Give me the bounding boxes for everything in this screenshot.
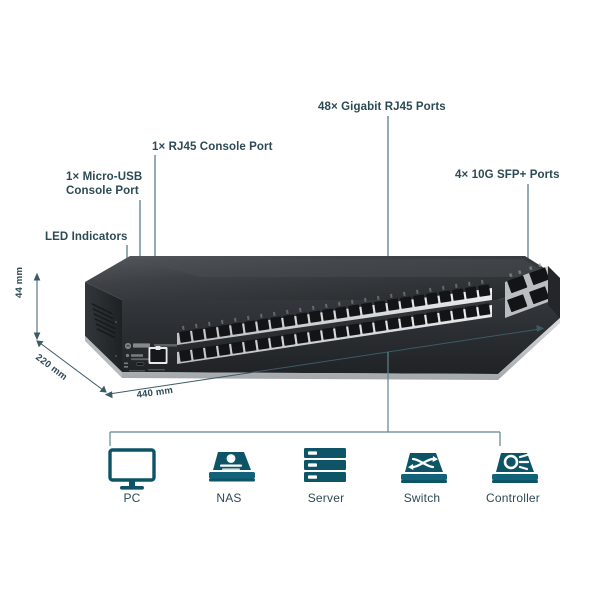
dimension-arrows (33, 272, 545, 399)
sfp-port-3 (507, 294, 528, 312)
micro-usb-console-port (136, 362, 145, 366)
rj45-ports-upper-row (179, 284, 491, 343)
dim-width-arrow-right (536, 324, 545, 332)
device-connection-bracket (109, 352, 501, 446)
dim-depth-arrow-top (36, 340, 44, 348)
sfp-port-4 (529, 286, 550, 304)
height-dimension-label: 44 mm (14, 266, 25, 298)
tplink-logo-mark (124, 342, 132, 350)
device-controller-label: Controller (485, 491, 541, 505)
server-icon (304, 448, 346, 482)
sfp-led-ticks (509, 263, 542, 278)
device-nas-label: NAS (216, 491, 242, 505)
switch-top-highlight (132, 259, 553, 277)
micro-usb-console-port-label: 1× Micro-USB Console Port (66, 171, 143, 197)
switch-front-left-panel (124, 342, 177, 372)
controller-icon (492, 453, 538, 483)
switch-base-lip (122, 318, 560, 380)
switch-front-left-labels (129, 369, 165, 372)
device-pc-label: PC (123, 491, 141, 505)
sfp-port-cages (507, 267, 550, 312)
sfp-plus-port-bank (505, 263, 550, 318)
switch-device-illustration (85, 256, 560, 380)
tplink-wordmark (133, 343, 150, 348)
rj45-port-number-ticks (182, 279, 484, 330)
dim-height-arrow-bottom (33, 332, 41, 341)
switch-icon (401, 453, 447, 483)
rj45-console-port (148, 346, 168, 364)
dim-depth-arrow-bottom (99, 385, 107, 393)
led-indicators-label: LED Indicators (45, 231, 128, 243)
switch-front-markers (114, 320, 118, 358)
switch-bottom-shadow (85, 336, 122, 378)
dim-depth-line (39, 342, 104, 391)
switch-top-face (85, 256, 560, 300)
switch-model-text (154, 344, 177, 347)
monitor-icon (108, 448, 156, 490)
nas-icon (209, 452, 255, 482)
gigabit-rj45-port-bank (177, 279, 492, 364)
device-switch-label: Switch (403, 491, 441, 505)
dim-height-arrow-top (33, 272, 41, 281)
switch-vent-holes (91, 303, 116, 339)
switch-led-indicators (124, 353, 153, 368)
dim-width-arrow-left (104, 391, 113, 399)
rj45-ports-lower-row (179, 303, 491, 362)
sfp-port-2 (529, 267, 550, 285)
gigabit-rj45-ports-label: 48× Gigabit RJ45 Ports (318, 101, 446, 113)
sfp-plus-ports-label: 4× 10G SFP+ Ports (455, 169, 560, 181)
device-icons-group (108, 448, 538, 490)
device-server-label: Server (307, 491, 345, 505)
rj45-console-port-label: 1× RJ45 Console Port (152, 141, 273, 153)
switch-right-end-cap (548, 266, 560, 318)
sfp-port-1 (507, 275, 528, 293)
dim-width-line (108, 328, 541, 395)
